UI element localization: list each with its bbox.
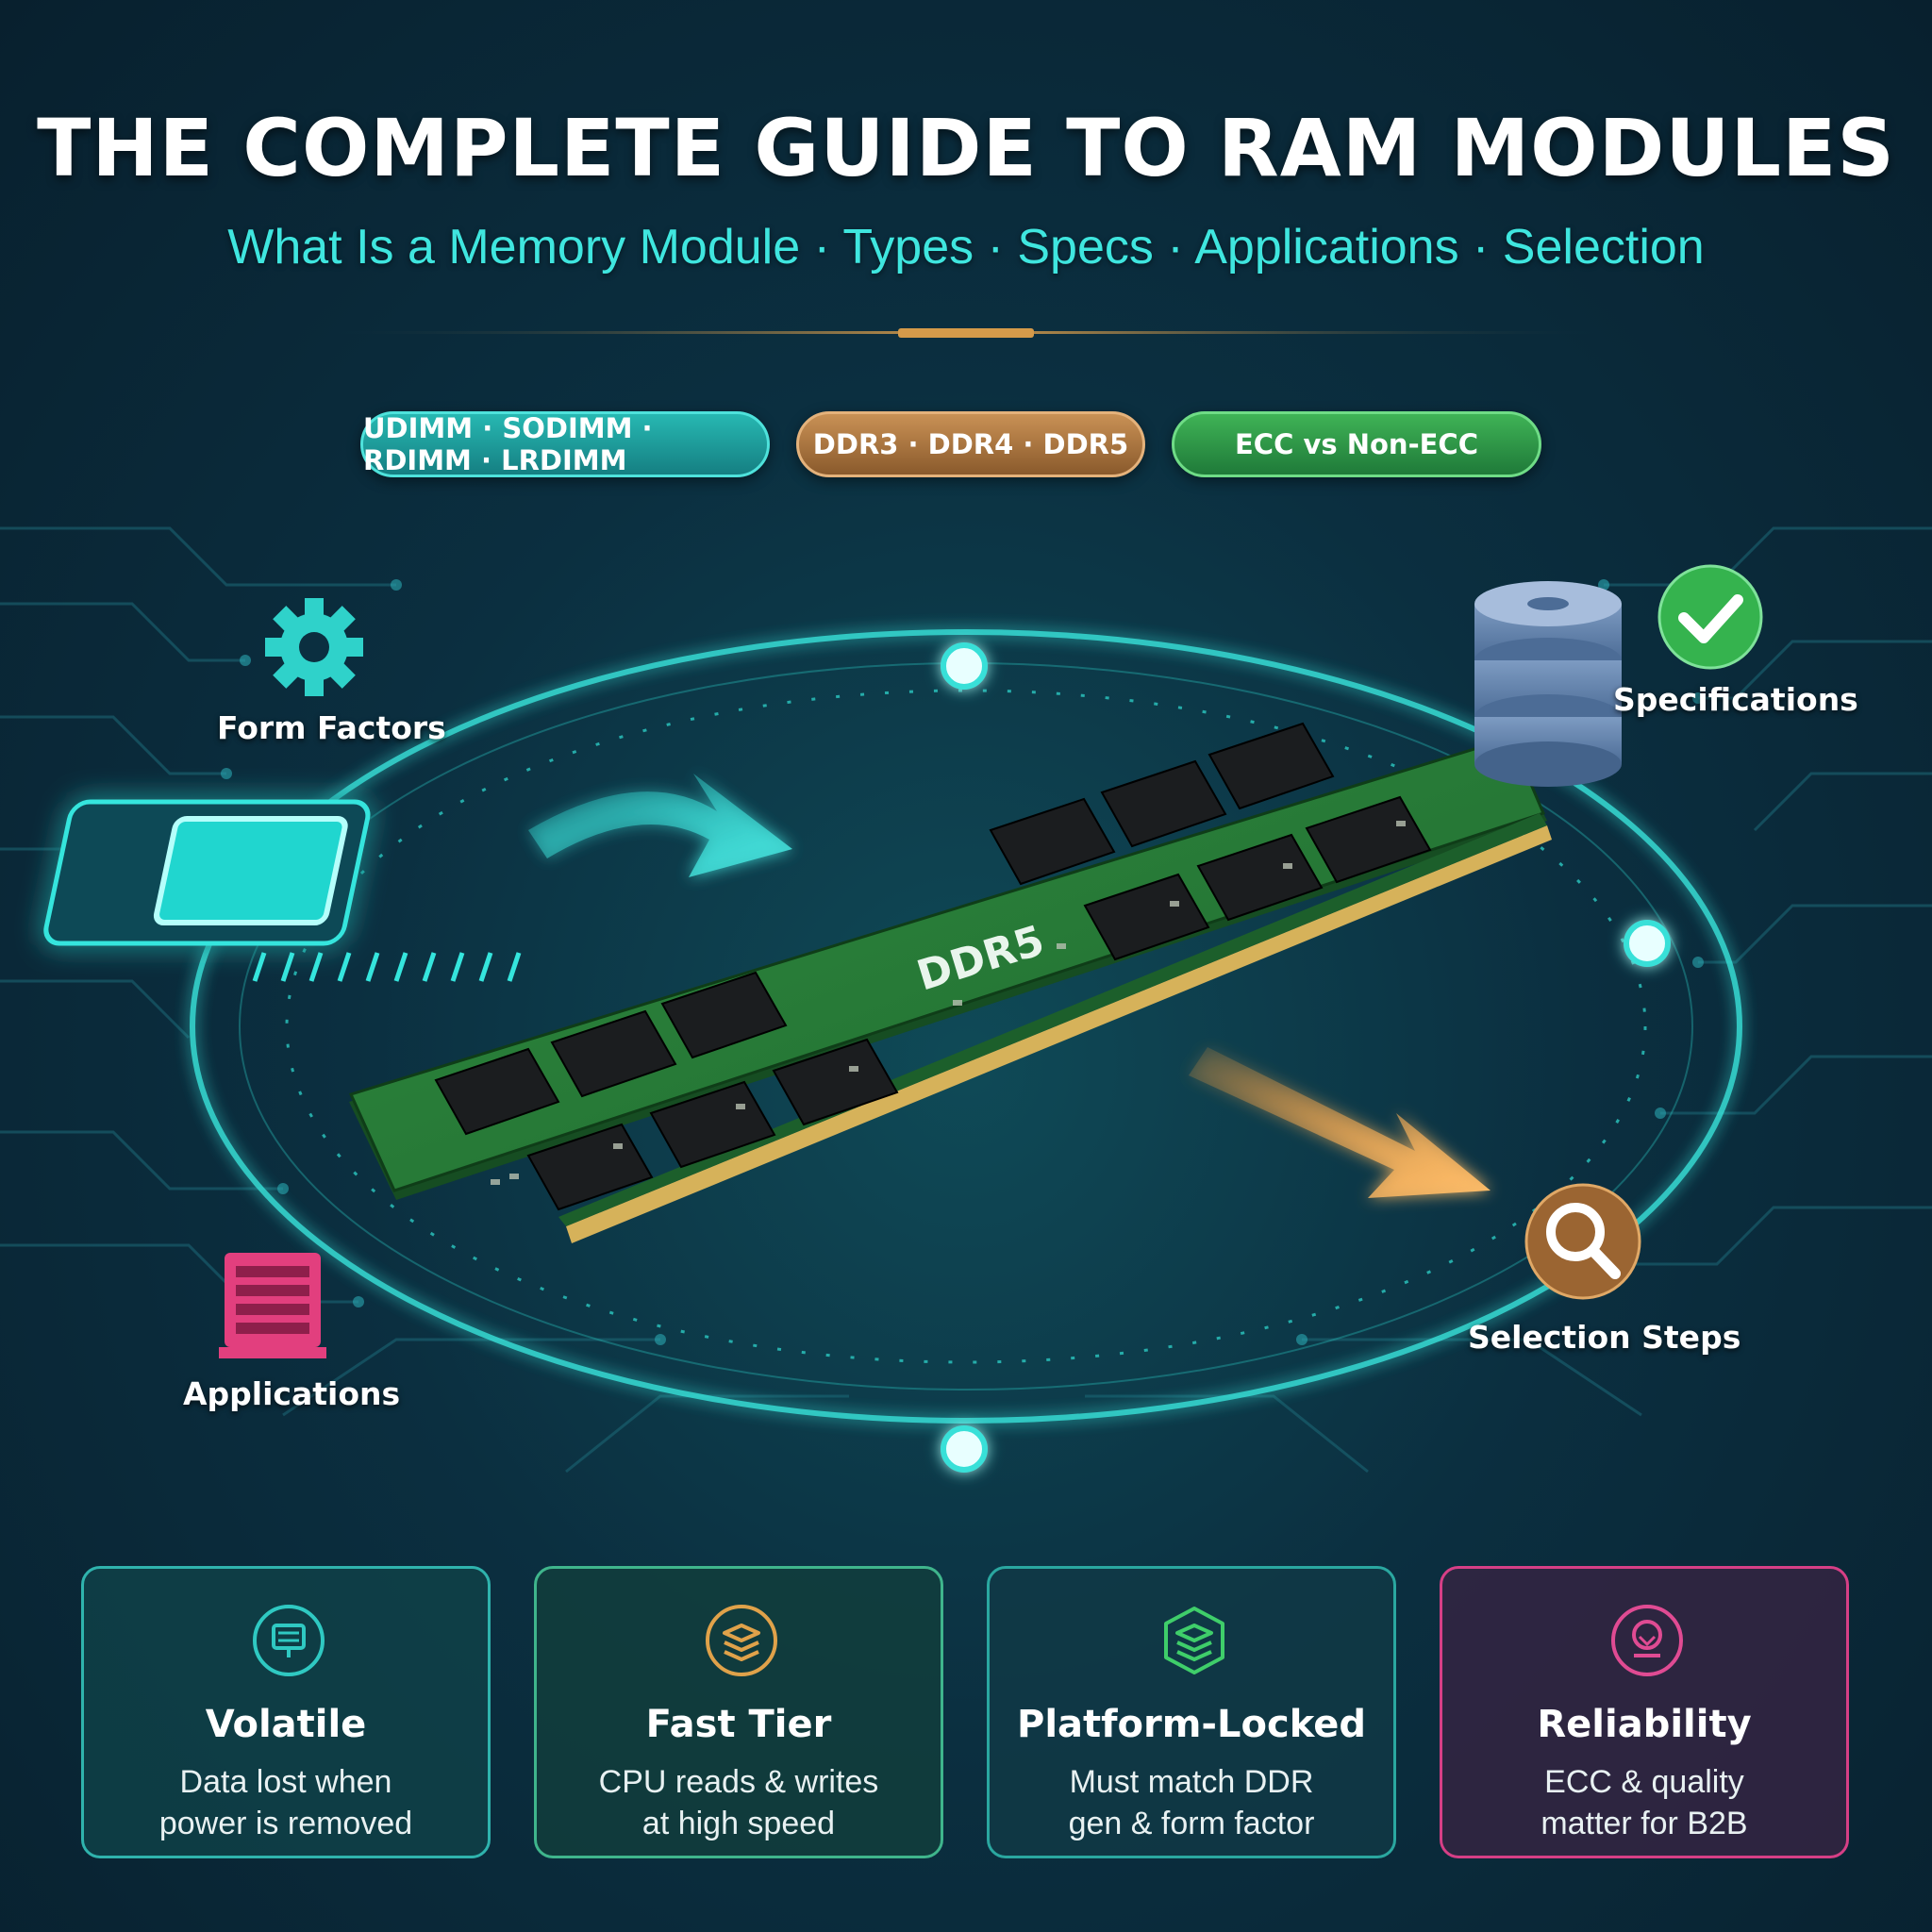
stack-icon — [1164, 1607, 1224, 1674]
page-subtitle: What Is a Memory Module · Types · Specs … — [227, 220, 1705, 275]
gear-icon — [265, 598, 363, 696]
card-title: Reliability — [1537, 1703, 1752, 1746]
monitor-icon — [253, 1605, 325, 1676]
tag-form-factors[interactable]: UDIMM · SODIMM · RDIMM · LRDIMM — [360, 411, 770, 477]
server-rack-icon — [219, 1253, 326, 1358]
database-check-icon — [1472, 566, 1764, 789]
page-title: THE COMPLETE GUIDE TO RAM MODULES — [37, 102, 1895, 194]
tag-ecc[interactable]: ECC vs Non-ECC — [1172, 411, 1541, 477]
card-title: Volatile — [205, 1703, 367, 1746]
magnifier-icon — [1526, 1185, 1640, 1298]
node-form-factors[interactable]: Form Factors — [217, 709, 446, 746]
card-title: Platform-Locked — [1017, 1703, 1366, 1746]
shield-badge-icon — [1611, 1605, 1683, 1676]
layers-icon — [706, 1605, 777, 1676]
node-specifications[interactable]: Specifications — [1613, 681, 1858, 718]
node-applications[interactable]: Applications — [183, 1375, 401, 1412]
card-title: Fast Tier — [645, 1703, 832, 1746]
node-selection-steps[interactable]: Selection Steps — [1468, 1319, 1741, 1356]
tag-ddr-generations[interactable]: DDR3 · DDR4 · DDR5 — [796, 411, 1145, 477]
